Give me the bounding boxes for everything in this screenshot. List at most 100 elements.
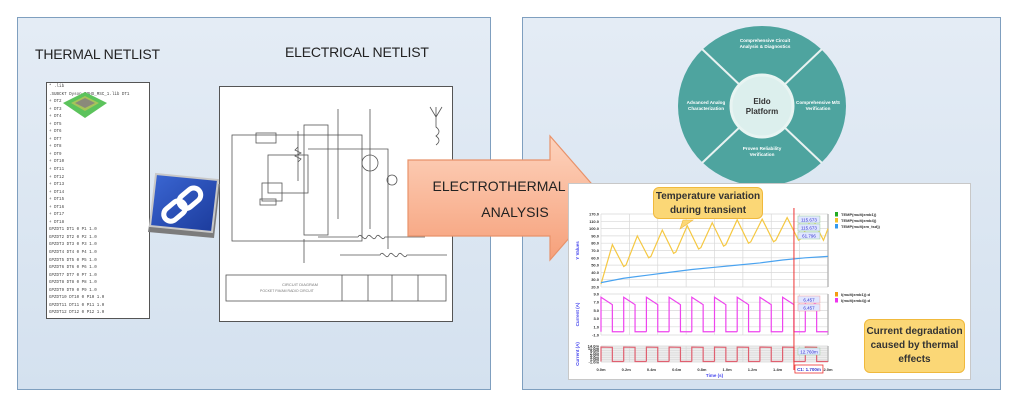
cursor-value-box xyxy=(797,231,821,240)
y-tick-label: 80.0 xyxy=(591,241,600,246)
schematic-ic xyxy=(267,154,309,194)
x-tick-label: 0.6m xyxy=(672,367,682,372)
wheel-center-line1: Eldo xyxy=(753,97,771,106)
netlist-line: + DT8 xyxy=(49,145,62,150)
y-tick-label: 3.0m xyxy=(590,355,600,360)
x-tick-label: 1.2m xyxy=(748,367,758,372)
netlist-line: GPZDT4 DT4 0 P4 1.0 xyxy=(49,251,97,256)
schematic-title: CIRCUIT DIAGRAM xyxy=(282,282,318,287)
y-tick-label: -1.0m xyxy=(589,360,600,365)
y-tick-label: 30.0 xyxy=(591,277,600,282)
schematic-subtitle: POCKET FM/AM RADIO CIRCUIT xyxy=(260,289,315,293)
netlist-line: + DT7 xyxy=(49,137,62,142)
legend-swatch xyxy=(835,224,838,229)
wheel-center-label: Eldo Platform xyxy=(740,97,784,117)
y-tick-label: 20.0 xyxy=(591,285,600,290)
callout-current-degradation: Current degradation caused by thermal ef… xyxy=(864,319,965,373)
legend-label: TEMP(mult(xm_tsd)) xyxy=(841,224,881,229)
callout-pointer xyxy=(679,219,694,230)
legend-label: I(mult(xmb1)):d xyxy=(841,292,871,297)
netlist-line: GPZDT2 DT2 0 P2 1.0 xyxy=(49,235,97,240)
netlist-line: + DT5 xyxy=(49,122,62,127)
y-tick-label: 110.0 xyxy=(589,219,600,224)
cursor-value: 61.796 xyxy=(802,233,816,238)
cursor-value: 115.673 xyxy=(801,217,817,222)
y-tick-label: 170.0 xyxy=(589,212,600,217)
y-tick-label: 5.0 xyxy=(593,308,599,313)
electrical-netlist-title: ELECTRICAL NETLIST xyxy=(285,44,429,60)
wheel-segment-circuit-analysis: Comprehensive Circuit Analysis & Diagnos… xyxy=(739,38,791,49)
netlist-line: GPZDT5 DT5 0 P5 1.0 xyxy=(49,258,97,263)
y-tick-label: 7.0 xyxy=(593,300,599,305)
netlist-line: + DT6 xyxy=(49,130,62,135)
cursor-label: C1: 1.700m xyxy=(797,367,821,372)
y-tick-label: 40.0 xyxy=(591,270,600,275)
thermal-netlist-title: THERMAL NETLIST xyxy=(35,46,160,62)
y-tick-label: 14.0m xyxy=(588,344,600,349)
y-tick-label: 60.0 xyxy=(591,255,600,260)
netlist-line: + DT9 xyxy=(49,152,62,157)
cursor-value: 6.457 xyxy=(803,297,815,302)
y-axis-label: Current (A) xyxy=(575,342,580,366)
cursor-value-box xyxy=(797,215,821,224)
netlist-line: GPZDT13 DT13 0 P13 1.0 xyxy=(49,318,147,319)
netlist-line: + DT14 xyxy=(49,190,65,195)
netlist-line: + DT10 xyxy=(49,160,65,165)
y-tick-label: 7.0m xyxy=(590,350,600,355)
series-line xyxy=(600,255,829,284)
netlist-line: * .lib xyxy=(49,85,65,89)
cursor-label-box xyxy=(794,364,824,374)
netlist-line: GPZDT8 DT8 0 P8 1.0 xyxy=(49,281,97,286)
netlist-line: GPZDT9 DT9 0 P9 1.0 xyxy=(49,288,97,293)
x-tick-label: 1.0m xyxy=(723,367,733,372)
netlist-line: GPZDT6 DT6 0 P6 1.0 xyxy=(49,266,97,271)
wheel-center-line2: Platform xyxy=(745,107,779,116)
wheel-segment-analog-characterization: Advanced Analog Characterization xyxy=(686,100,726,111)
legend-swatch xyxy=(835,212,838,217)
cursor-value-box xyxy=(797,295,821,304)
netlist-line: + DT13 xyxy=(49,183,65,188)
y-tick-label: 3.0 xyxy=(593,316,599,321)
netlist-line: GPZDT12 DT12 0 P12 1.0 xyxy=(49,311,105,316)
netlist-line: + DT2 xyxy=(49,100,62,105)
inductor-box xyxy=(261,182,283,202)
x-axis-label: Time (s) xyxy=(706,373,724,378)
legend-label: TEMP(mult(xmb4)) xyxy=(841,218,877,223)
y-axis-label: Y Values xyxy=(575,241,580,260)
y-tick-label: 50.0 xyxy=(591,263,600,268)
netlist-line: GPZDT7 DT7 0 P7 1.0 xyxy=(49,273,97,278)
y-tick-label: 5.0m xyxy=(590,353,600,358)
x-tick-label: 0.0m xyxy=(596,367,606,372)
x-tick-label: 1.4m xyxy=(773,367,783,372)
y-tick-label: -1.0 xyxy=(592,333,600,338)
netlist-line: + DT11 xyxy=(49,168,65,173)
eldo-platform-wheel xyxy=(678,26,846,186)
chain-link-icon xyxy=(148,172,220,238)
x-tick-label: 0.4m xyxy=(647,367,657,372)
netlist-line: + DT16 xyxy=(49,205,65,210)
legend-swatch xyxy=(835,218,838,223)
cursor-value-box xyxy=(797,303,821,312)
thermal-netlist-text: * .lib.SUBCKT Dyson_ROHS_MSC_1.lib DT1+ … xyxy=(46,82,150,319)
netlist-line: GPZDT3 DT3 0 P3 1.0 xyxy=(49,243,97,248)
y-tick-label: 9.0 xyxy=(593,292,599,297)
cursor-value-box xyxy=(797,223,821,232)
legend-swatch xyxy=(835,292,838,297)
netlist-line: GPZDT11 DT11 0 P11 1.0 xyxy=(49,303,105,308)
netlist-line: + DT4 xyxy=(49,115,62,120)
netlist-line: + DT15 xyxy=(49,198,65,203)
wheel-segment-reliability-verification: Proven Reliability Verification xyxy=(742,146,782,157)
legend-label: TEMP(mult(xmb1)) xyxy=(841,212,877,217)
y-tick-label: 100.0 xyxy=(589,226,600,231)
x-tick-label: 0.2m xyxy=(622,367,632,372)
legend-swatch xyxy=(835,298,838,303)
y-tick-label: 9.0m xyxy=(590,348,600,353)
netlist-line: + DT18 xyxy=(49,220,65,225)
netlist-line: + DT3 xyxy=(49,107,62,112)
transistor-symbol xyxy=(361,154,379,172)
legend-label: I(mult(xmb4)):d xyxy=(841,298,871,303)
netlist-line: GPZDT10 DT10 0 P10 1.0 xyxy=(49,296,105,301)
chip-thermal-map-icon xyxy=(63,92,107,118)
wheel-segment-ms-verification: Comprehensive M/S Verification xyxy=(796,100,840,111)
y-tick-label: 1.0 xyxy=(593,324,599,329)
